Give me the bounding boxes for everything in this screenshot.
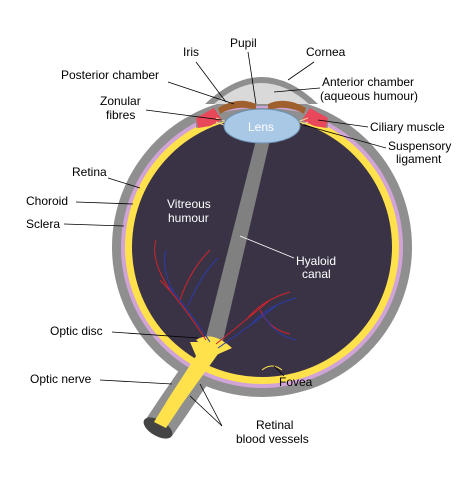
optic-disc <box>196 336 232 356</box>
label-pupil: Pupil <box>230 36 257 50</box>
label-retinal-vessels-1: Retinal <box>256 418 293 432</box>
optic-nerve-end <box>143 417 173 439</box>
optic-nerve-core <box>154 342 218 428</box>
iris-right <box>268 100 306 114</box>
label-optic-disc: Optic disc <box>50 324 103 338</box>
label-lens: Lens <box>248 120 274 134</box>
label-anterior-chamber-2: (aqueous humour) <box>320 89 418 103</box>
vitreous-humour <box>132 117 392 377</box>
label-retina: Retina <box>72 165 107 179</box>
label-vitreous-2: humour <box>168 211 209 225</box>
label-suspensory-2: ligament <box>396 152 442 166</box>
diagram-labels: Pupil Iris Cornea Posterior chamber Ante… <box>26 36 451 446</box>
retinal-blood-vessels <box>154 239 297 349</box>
label-hyaloid-2: canal <box>302 267 331 281</box>
label-ciliary-muscle: Ciliary muscle <box>370 120 445 134</box>
label-anterior-chamber-1: Anterior chamber <box>322 75 414 89</box>
lens <box>223 108 301 144</box>
label-choroid: Choroid <box>26 194 68 208</box>
iris <box>218 100 256 114</box>
label-posterior-chamber: Posterior chamber <box>61 68 159 82</box>
ciliary-body-right <box>302 108 328 128</box>
label-zonular-1: Zonular <box>100 94 141 108</box>
label-sclera: Sclera <box>26 217 60 231</box>
hyaloid-canal <box>204 140 270 345</box>
label-zonular-2: fibres <box>106 108 135 122</box>
label-optic-nerve: Optic nerve <box>30 372 92 386</box>
label-vitreous-1: Vitreous <box>167 197 211 211</box>
label-cornea: Cornea <box>306 45 346 59</box>
label-iris: Iris <box>183 45 199 59</box>
label-retinal-vessels-2: blood vessels <box>236 432 309 446</box>
label-suspensory-1: Suspensory <box>388 139 451 153</box>
anterior-chamber <box>214 83 309 104</box>
label-hyaloid-1: Hyaloid <box>296 254 336 268</box>
label-fovea: Fovea <box>279 375 313 389</box>
